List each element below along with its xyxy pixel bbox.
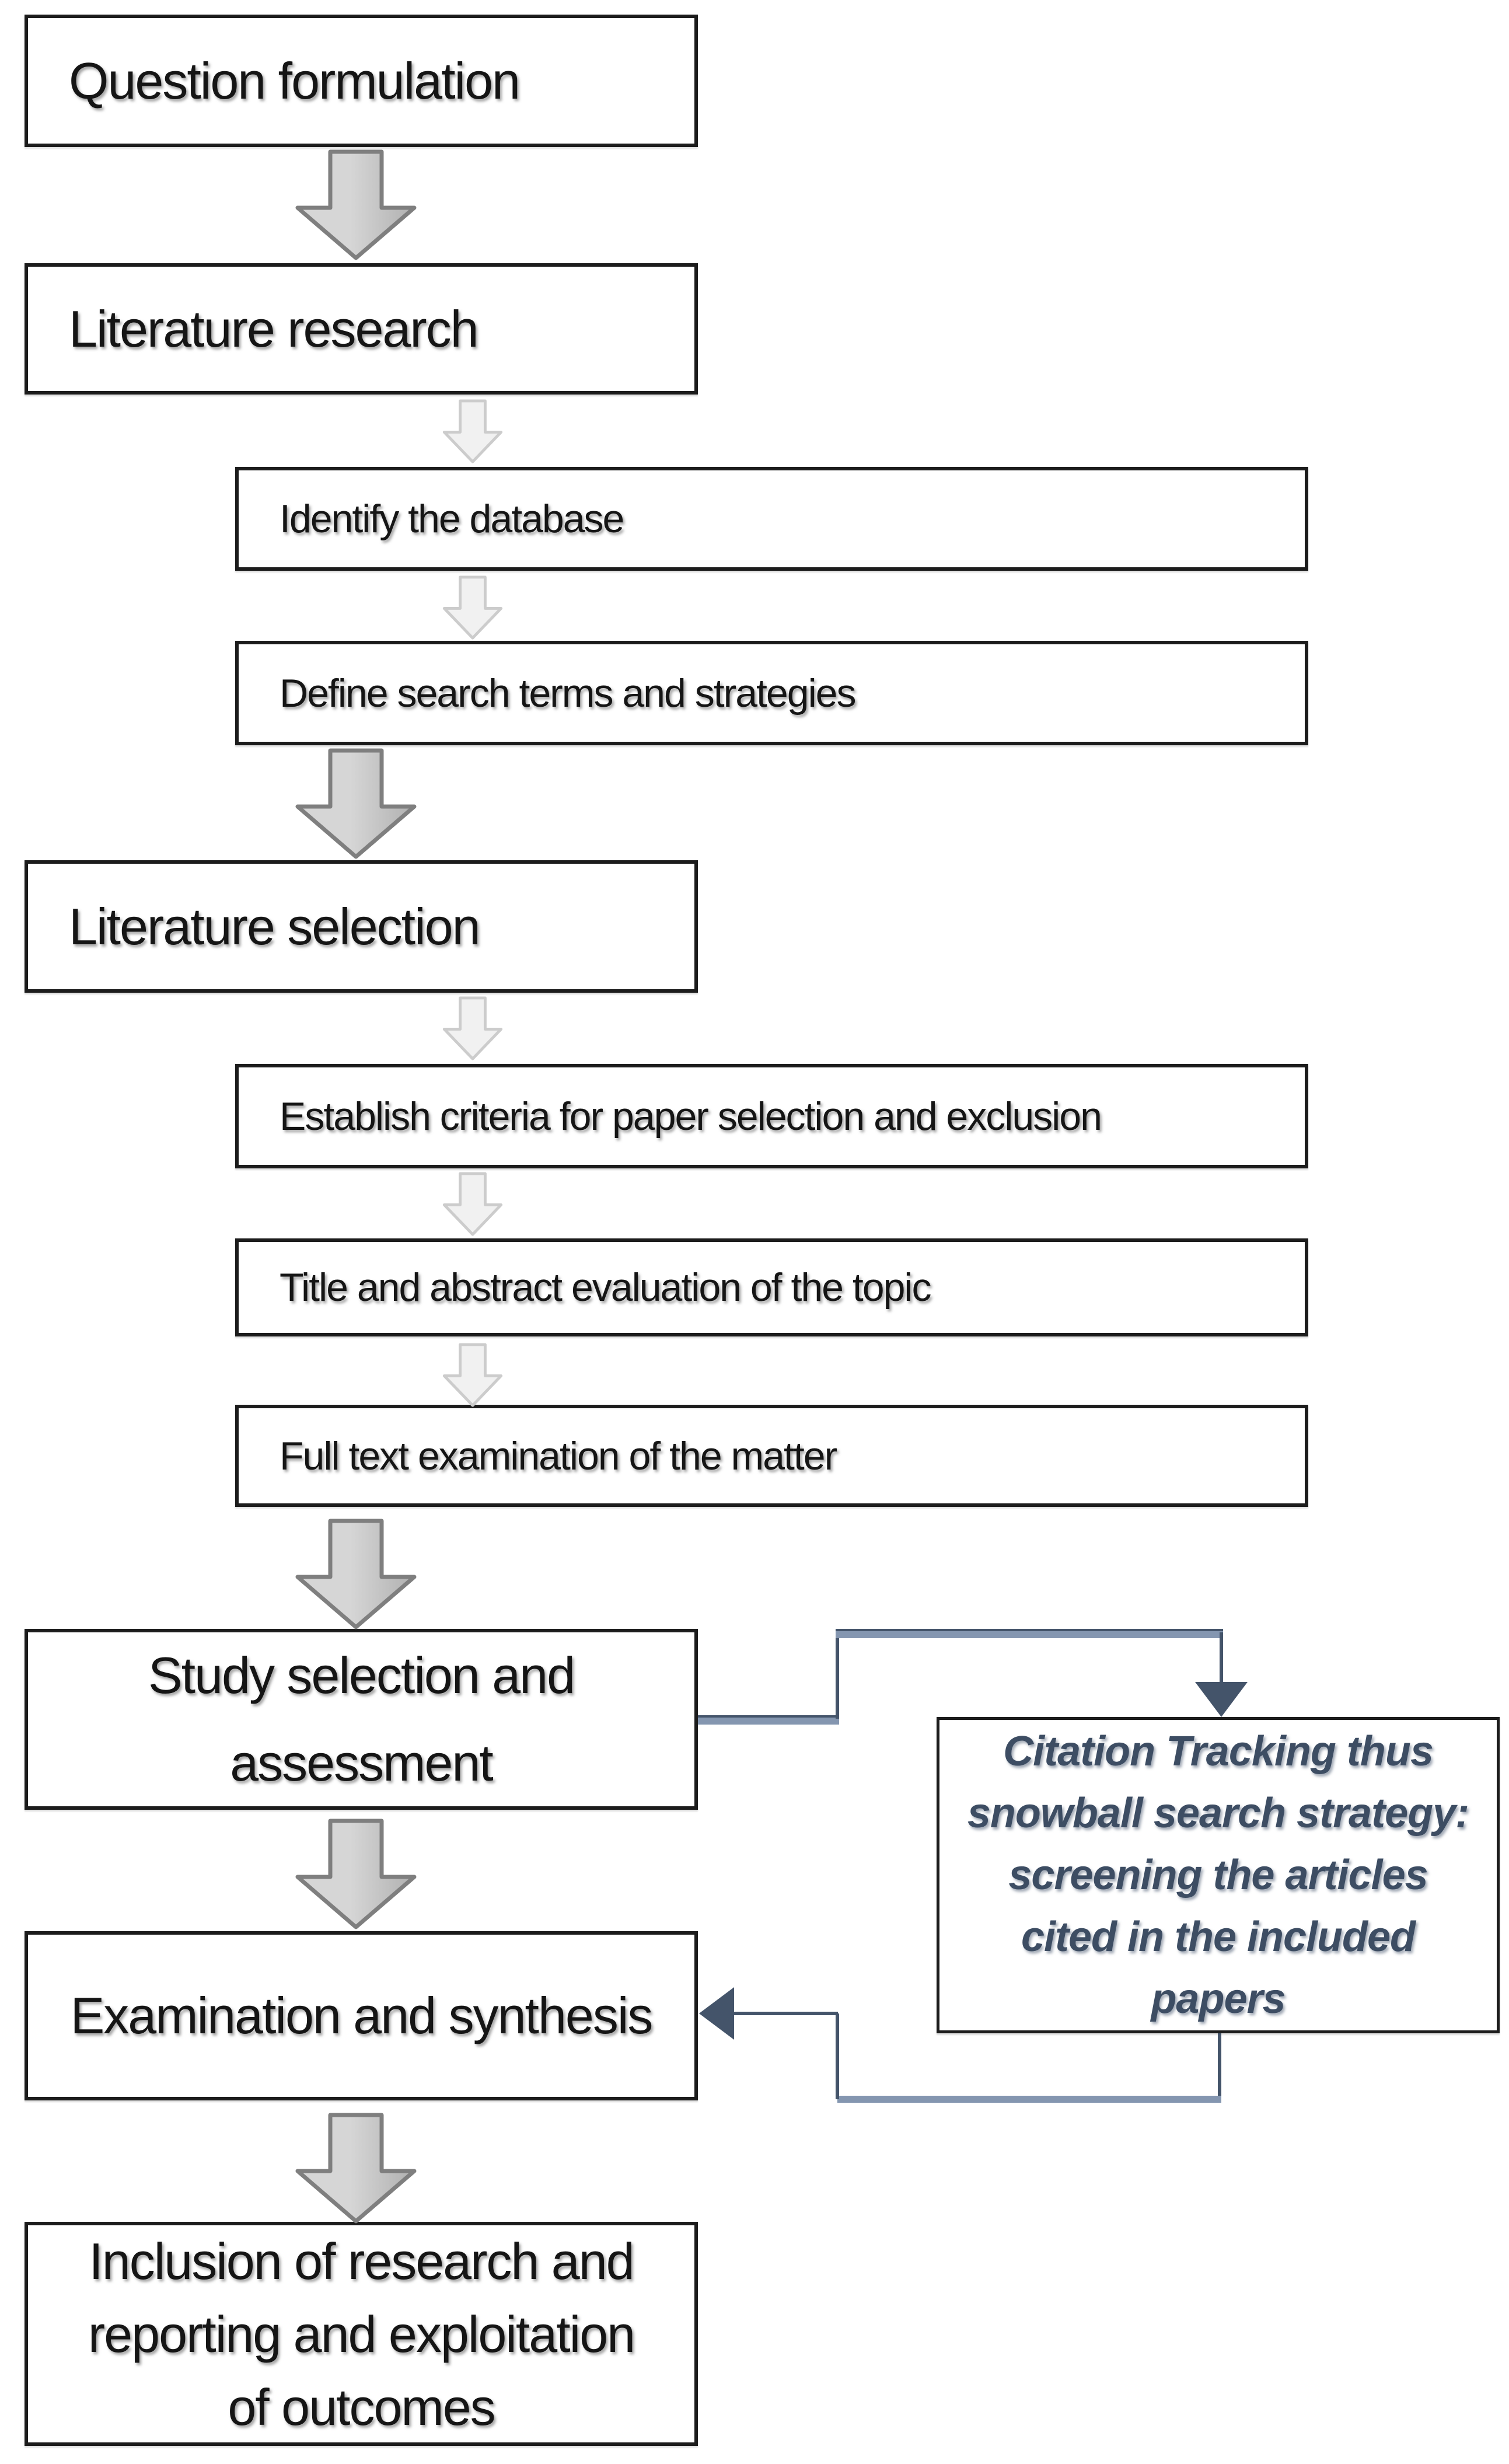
flow-box-label-line: of outcomes (228, 2378, 495, 2436)
connector-study-to-citation-seg3 (836, 1629, 1223, 1638)
connector-study-to-citation-seg4 (1220, 1632, 1223, 1690)
flow-box-label-line: assessment (230, 1734, 494, 1792)
flow-box-label-line: cited in the included (1021, 1914, 1416, 1960)
small-down-arrow-icon (442, 575, 503, 640)
flow-box-label-line: reporting and exploitation (88, 2305, 635, 2363)
small-down-arrow-icon (442, 1172, 503, 1236)
connector-citation-to-exam-seg3 (836, 2013, 839, 2099)
big-down-arrow-icon (295, 1519, 417, 1629)
small-down-arrow-icon (442, 996, 503, 1060)
flow-box-label-line: Inclusion of research and (89, 2232, 634, 2290)
big-down-arrow-icon (295, 748, 417, 859)
flow-box-label: Full text examination of the matter (280, 1433, 837, 1478)
flow-box-label-line: screening the articles (1008, 1852, 1428, 1898)
flow-box-establish-criteria: Establish criteria for paper selection a… (235, 1064, 1308, 1168)
small-down-arrow-icon (442, 1343, 503, 1407)
connector-study-to-citation-seg2 (836, 1632, 839, 1719)
flow-box-label: Examination and synthesis (70, 1987, 654, 2044)
big-down-arrow-icon (295, 2113, 417, 2224)
connector-citation-to-exam-seg2 (837, 2096, 1221, 2103)
flow-box-citation-tracking: Citation Tracking thus snowball search s… (937, 1717, 1500, 2033)
flow-box-label-line: papers (1151, 1976, 1286, 2022)
flow-box-literature-selection: Literature selection (25, 860, 698, 993)
flow-box-inclusion-of-outcomes: Inclusion of research and reporting and … (25, 2222, 698, 2446)
flow-box-label: Title and abstract evaluation of the top… (280, 1265, 932, 1310)
flow-box-title-abstract-evaluation: Title and abstract evaluation of the top… (235, 1238, 1308, 1336)
big-down-arrow-icon (295, 1819, 417, 1929)
flow-box-label-line: Citation Tracking thus (1003, 1728, 1434, 1775)
connector-citation-to-exam-seg4 (731, 2012, 838, 2015)
flow-box-label: Literature selection (69, 897, 481, 955)
flow-box-label-line: Study selection and (148, 1646, 575, 1704)
flow-box-study-selection-assessment: Study selection and assessment (25, 1629, 698, 1810)
flow-box-define-search-terms: Define search terms and strategies (235, 641, 1308, 745)
flow-box-examination-synthesis: Examination and synthesis (25, 1931, 698, 2100)
small-down-arrow-icon (442, 399, 503, 463)
flow-box-label: Define search terms and strategies (280, 671, 856, 716)
flow-box-identify-database: Identify the database (235, 467, 1308, 571)
flow-box-full-text-examination: Full text examination of the matter (235, 1405, 1308, 1507)
flow-box-label: Literature research (69, 299, 479, 358)
flow-box-label: Identify the database (280, 497, 624, 541)
connector-citation-to-exam-seg1 (1218, 2033, 1221, 2101)
big-down-arrow-icon (295, 149, 417, 260)
flow-box-label: Establish criteria for paper selection a… (280, 1094, 1102, 1139)
connector-arrowhead-left-icon (699, 1987, 734, 2040)
connector-study-to-citation-seg1 (698, 1715, 839, 1725)
flow-box-label-line: snowball search strategy: (967, 1790, 1469, 1837)
flow-box-question-formulation: Question formulation (25, 15, 698, 147)
connector-arrowhead-down-icon (1195, 1682, 1248, 1717)
flow-box-literature-research: Literature research (25, 263, 698, 395)
flow-box-label: Question formulation (69, 51, 521, 110)
